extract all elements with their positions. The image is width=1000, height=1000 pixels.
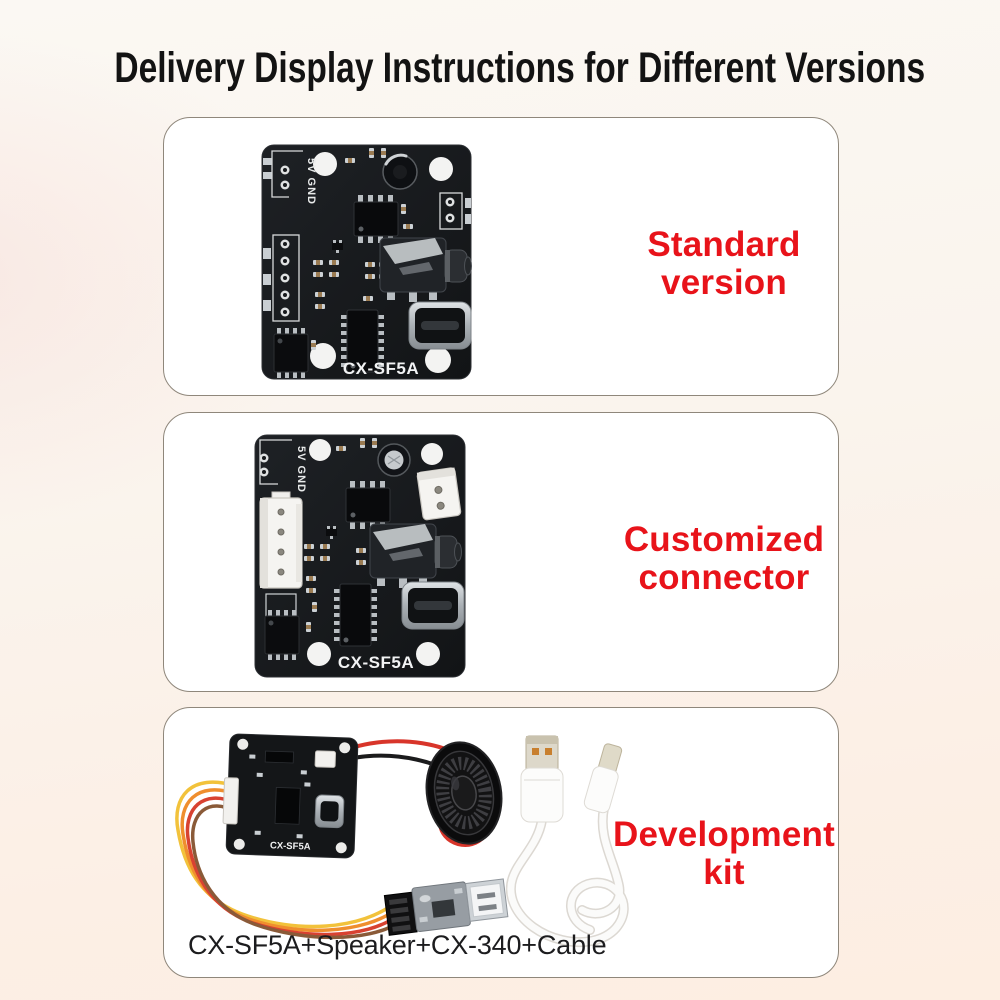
jst-connector-4pin	[259, 491, 303, 589]
mounting-holes	[307, 439, 443, 666]
card-standard-version: 5V GND	[163, 117, 839, 396]
version-label-standard: Standard version	[584, 226, 864, 302]
card-development-kit: CX-SF5A	[163, 707, 839, 978]
usb-c-port	[401, 581, 465, 630]
page-title: Delivery Display Instructions for Differ…	[114, 44, 926, 92]
silkscreen-5v-gnd-label: 5V GND	[305, 158, 317, 205]
version-label-line1: Customized	[623, 520, 825, 559]
usb-c-port	[408, 301, 472, 350]
cable-usb-c-connector	[583, 743, 623, 814]
silkscreen-5v-gnd-label: 5V GND	[295, 446, 307, 493]
power-pads	[263, 150, 303, 198]
jst-connector-2pin	[416, 467, 462, 521]
devkit-board: CX-SF5A	[222, 733, 359, 859]
adapter-ic	[431, 899, 456, 918]
crystal	[418, 894, 432, 904]
pcb-standard-photo: 5V GND	[261, 144, 472, 380]
flash-chip	[273, 327, 309, 379]
usb-cable	[505, 735, 629, 947]
right-holes	[439, 192, 471, 230]
version-label-line1: Development	[613, 815, 835, 854]
ic-chip-8pin	[345, 480, 391, 530]
devkit-photo: CX-SF5A	[175, 733, 629, 947]
usb-serial-adapter	[383, 878, 509, 936]
speaker	[425, 741, 503, 845]
cable-usb-a-connector	[520, 735, 564, 823]
capacitor	[382, 153, 418, 190]
version-label-line2: connector	[638, 558, 810, 597]
usb-a-plug	[464, 878, 509, 922]
version-label-devkit: Development kit	[584, 816, 864, 892]
pcb-model-label: CX-SF5A	[343, 359, 419, 378]
version-label-line2: kit	[703, 853, 745, 892]
capacitor	[377, 443, 411, 477]
pcb-model-label: CX-SF5A	[270, 840, 311, 852]
pin-header	[383, 891, 418, 936]
wire-connector	[222, 777, 240, 825]
version-label-line1: Standard	[647, 225, 801, 264]
ic-chip-8pin	[353, 194, 399, 244]
pcb-model-label: CX-SF5A	[338, 653, 414, 672]
version-label-customized: Customized connector	[584, 521, 864, 597]
version-label-line2: version	[661, 263, 787, 302]
mounting-holes	[310, 152, 453, 373]
jumper-wires	[175, 780, 400, 940]
passive-components	[249, 754, 311, 839]
cable-cord	[505, 803, 629, 947]
pcb-customized-photo: 5V GND	[254, 434, 466, 678]
header-holes	[263, 234, 300, 322]
power-pads	[259, 439, 292, 485]
kit-contents-caption: CX-SF5A+Speaker+CX-340+Cable	[188, 930, 607, 960]
ic-chip-16pin	[333, 583, 378, 647]
card-customized-connector: 5V GND	[163, 412, 839, 692]
devkit-usb-c-port	[314, 794, 345, 829]
speaker-connector	[314, 750, 337, 768]
flash-chip	[264, 609, 300, 661]
